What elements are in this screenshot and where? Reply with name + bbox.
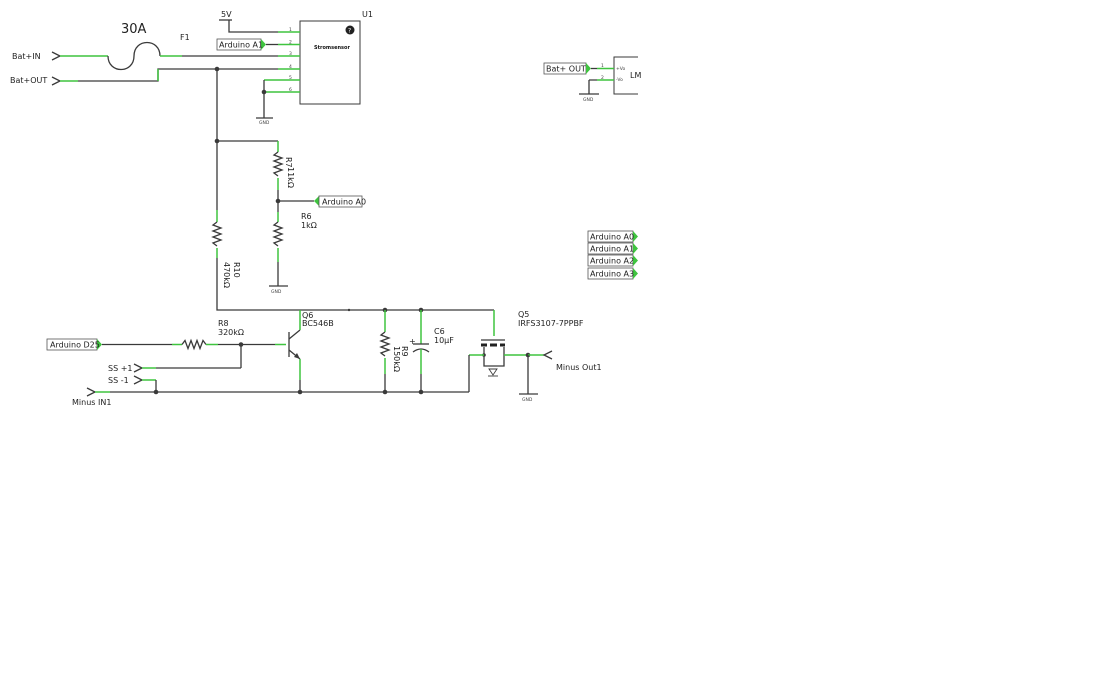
c6-value: 10µF — [434, 336, 454, 345]
fuse-rating: 30A — [121, 22, 147, 37]
mosfet-q5[interactable]: Q5 IRFS3107-7PPBF — [481, 310, 584, 377]
svg-text:Arduino A0: Arduino A0 — [590, 233, 634, 242]
svg-text:2: 2 — [289, 40, 292, 46]
resistor-r9[interactable]: R9 150kΩ — [379, 310, 409, 374]
r6-ref: R6 — [301, 212, 312, 221]
bat-in-port[interactable]: Bat+IN — [12, 51, 108, 61]
fuse-f1[interactable]: 30A F1 — [107, 22, 190, 71]
svg-text:Arduino A1: Arduino A1 — [590, 245, 634, 254]
svg-text:2: 2 — [601, 75, 604, 81]
r10-value: 470kΩ — [222, 262, 231, 288]
c6-polarity: + — [409, 337, 416, 346]
svg-text:4: 4 — [289, 64, 292, 70]
svg-text:GND: GND — [583, 97, 594, 103]
fuse-ref: F1 — [180, 33, 190, 42]
net-flag-legend-a0[interactable]: Arduino A0 — [587, 230, 638, 243]
sensor-logo-icon — [345, 25, 355, 35]
resistor-r10[interactable]: R10 470kΩ — [211, 210, 241, 288]
net-bat-plus-out-label: Bat+ OUT — [546, 65, 586, 74]
svg-text:?: ? — [348, 28, 351, 35]
svg-text:GND: GND — [271, 289, 282, 295]
bat-in-label: Bat+IN — [12, 52, 41, 61]
svg-text:+Vo: +Vo — [616, 66, 625, 72]
capacitor-c6[interactable]: + C6 10µF — [409, 310, 454, 374]
svg-text:5: 5 — [289, 75, 292, 81]
svg-text:-Vo: -Vo — [616, 77, 623, 83]
r9-ref: R9 — [400, 346, 409, 357]
gnd-q5: GND — [519, 393, 538, 403]
r7-value: 11kΩ — [286, 167, 295, 188]
ss-minus-port[interactable]: SS -1 — [108, 375, 156, 385]
sensor-ref: U1 — [362, 10, 373, 19]
r8-ref: R8 — [218, 319, 229, 328]
svg-text:GND: GND — [259, 120, 270, 126]
r9-value: 150kΩ — [392, 346, 401, 372]
net-flag-arduino-d25[interactable]: Arduino D25 — [46, 338, 102, 351]
net-arduino-a1-label: Arduino A1 — [219, 41, 263, 50]
r10-ref: R10 — [232, 262, 241, 278]
transistor-q6[interactable]: Q6 BC546B — [275, 310, 334, 380]
current-sensor-u1[interactable]: U1 Stromsensor ? 1 2 3 4 5 6 — [264, 10, 373, 105]
resistor-r6[interactable]: R6 1kΩ — [272, 212, 317, 262]
r8-value: 320kΩ — [218, 328, 244, 337]
net-flag-bat-plus-out[interactable]: Bat+ OUT — [543, 62, 591, 75]
svg-text:1: 1 — [601, 63, 604, 69]
q6-ref: Q6 — [302, 311, 313, 320]
c6-ref: C6 — [434, 327, 445, 336]
wire-bat-out — [78, 68, 278, 82]
q5-value: IRFS3107-7PPBF — [518, 319, 584, 328]
r7-ref: R7 — [284, 157, 293, 168]
bat-out-label: Bat+OUT — [10, 76, 47, 85]
ss-plus-port[interactable]: SS +1 — [108, 363, 156, 373]
net-flag-arduino-a1[interactable]: Arduino A1 — [216, 38, 278, 51]
r6-value: 1kΩ — [301, 221, 317, 230]
net-arduino-d25-label: Arduino D25 — [50, 341, 100, 350]
sensor-title: Stromsensor — [314, 45, 350, 51]
ss-plus-label: SS +1 — [108, 364, 133, 373]
wire-top-rail — [216, 258, 494, 311]
minus-in-port[interactable]: Minus IN1 — [72, 387, 111, 407]
lm-label: LM — [630, 71, 641, 80]
svg-text:1: 1 — [289, 27, 292, 33]
minus-out-label: Minus Out1 — [556, 363, 602, 372]
svg-text:3: 3 — [289, 51, 292, 57]
bat-out-port[interactable]: Bat+OUT — [10, 76, 78, 86]
lm-module[interactable]: LM 1 2 +Vo -Vo — [597, 56, 641, 95]
svg-text:6: 6 — [289, 87, 292, 93]
gnd-lm: GND — [579, 93, 599, 103]
gnd-sensor: GND — [256, 117, 273, 126]
svg-text:Arduino A3: Arduino A3 — [590, 270, 634, 279]
minus-out-port[interactable]: Minus Out1 — [542, 350, 602, 372]
power-5v-label: 5V — [221, 10, 232, 19]
net-flag-arduino-a0[interactable]: Arduino A0 — [314, 195, 366, 208]
net-label-stack: Arduino A0 Arduino A1 Arduino A2 Arduino… — [587, 230, 638, 280]
net-arduino-a0-label: Arduino A0 — [322, 198, 366, 207]
minus-in-label: Minus IN1 — [72, 398, 111, 407]
net-flag-legend-a3[interactable]: Arduino A3 — [587, 267, 638, 280]
ss-minus-label: SS -1 — [108, 376, 129, 385]
power-5v: 5V — [219, 10, 278, 33]
gnd-r6: GND — [269, 285, 288, 295]
resistor-r8[interactable]: R8 320kΩ — [172, 319, 244, 351]
q6-value: BC546B — [302, 319, 334, 328]
net-flag-legend-a1[interactable]: Arduino A1 — [587, 242, 638, 255]
resistor-r7[interactable]: R7 11kΩ — [272, 141, 295, 190]
svg-text:Arduino A2: Arduino A2 — [590, 257, 634, 266]
net-flag-legend-a2[interactable]: Arduino A2 — [587, 254, 638, 267]
svg-text:GND: GND — [522, 397, 533, 403]
q5-ref: Q5 — [518, 310, 529, 319]
